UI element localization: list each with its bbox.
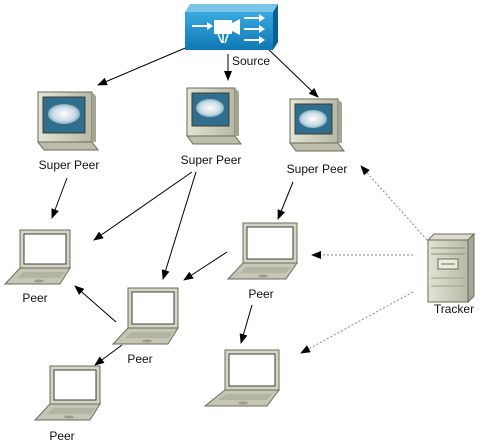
edge-peer2-peer4 [239,304,253,344]
peer-5: Peer [111,287,179,366]
peer-3: Peer [33,365,101,443]
edge-superpeer1-peer1 [51,177,68,219]
source-label: Source [232,54,270,68]
edge-source-superpeer3 [264,45,319,98]
super-peer-2-label: Super Peer [181,153,242,167]
edge-superpeer2-peer1 [93,171,193,241]
monitor-computer-icon [186,87,242,145]
edge-peer2-peer5 [183,251,228,281]
peer-1-label: Peer [22,291,47,305]
super-peer-1-label: Super Peer [39,158,100,172]
super-peer-1: Super Peer [37,91,100,172]
edge-superpeer2-peer5 [161,171,197,280]
edge-tracker-superpeer3 [360,165,428,241]
monitor-computer-icon [289,98,345,152]
server-tower-icon [426,232,476,304]
peer-2-label: Peer [248,287,273,301]
edge-source-superpeer1 [97,45,191,86]
peer-3-label: Peer [49,429,74,443]
peer-5-label: Peer [127,352,152,366]
super-peer-3: Super Peer [287,98,348,176]
tracker-node: Tracker [426,232,476,316]
edge-tracker-peer4 [300,291,414,354]
peer-2: Peer [226,222,298,301]
peer-4 [203,349,280,407]
peer-1: Peer [3,229,71,305]
edge-peer5-peer1 [74,285,117,323]
laptop-icon [203,349,280,407]
monitor-computer-icon [37,91,99,151]
video-source-icon [185,4,278,50]
super-peer-3-label: Super Peer [287,162,348,176]
edges-solid [51,45,319,366]
source-node: Source [185,4,278,68]
laptop-icon [111,287,179,345]
laptop-icon [3,229,71,285]
laptop-icon [226,222,298,280]
tracker-label: Tracker [434,302,474,316]
super-peer-2: Super Peer [181,87,242,167]
laptop-icon [33,365,101,421]
edge-peer5-peer3 [94,344,123,366]
edges-dotted [300,165,428,354]
edge-superpeer3-peer2 [277,181,294,220]
